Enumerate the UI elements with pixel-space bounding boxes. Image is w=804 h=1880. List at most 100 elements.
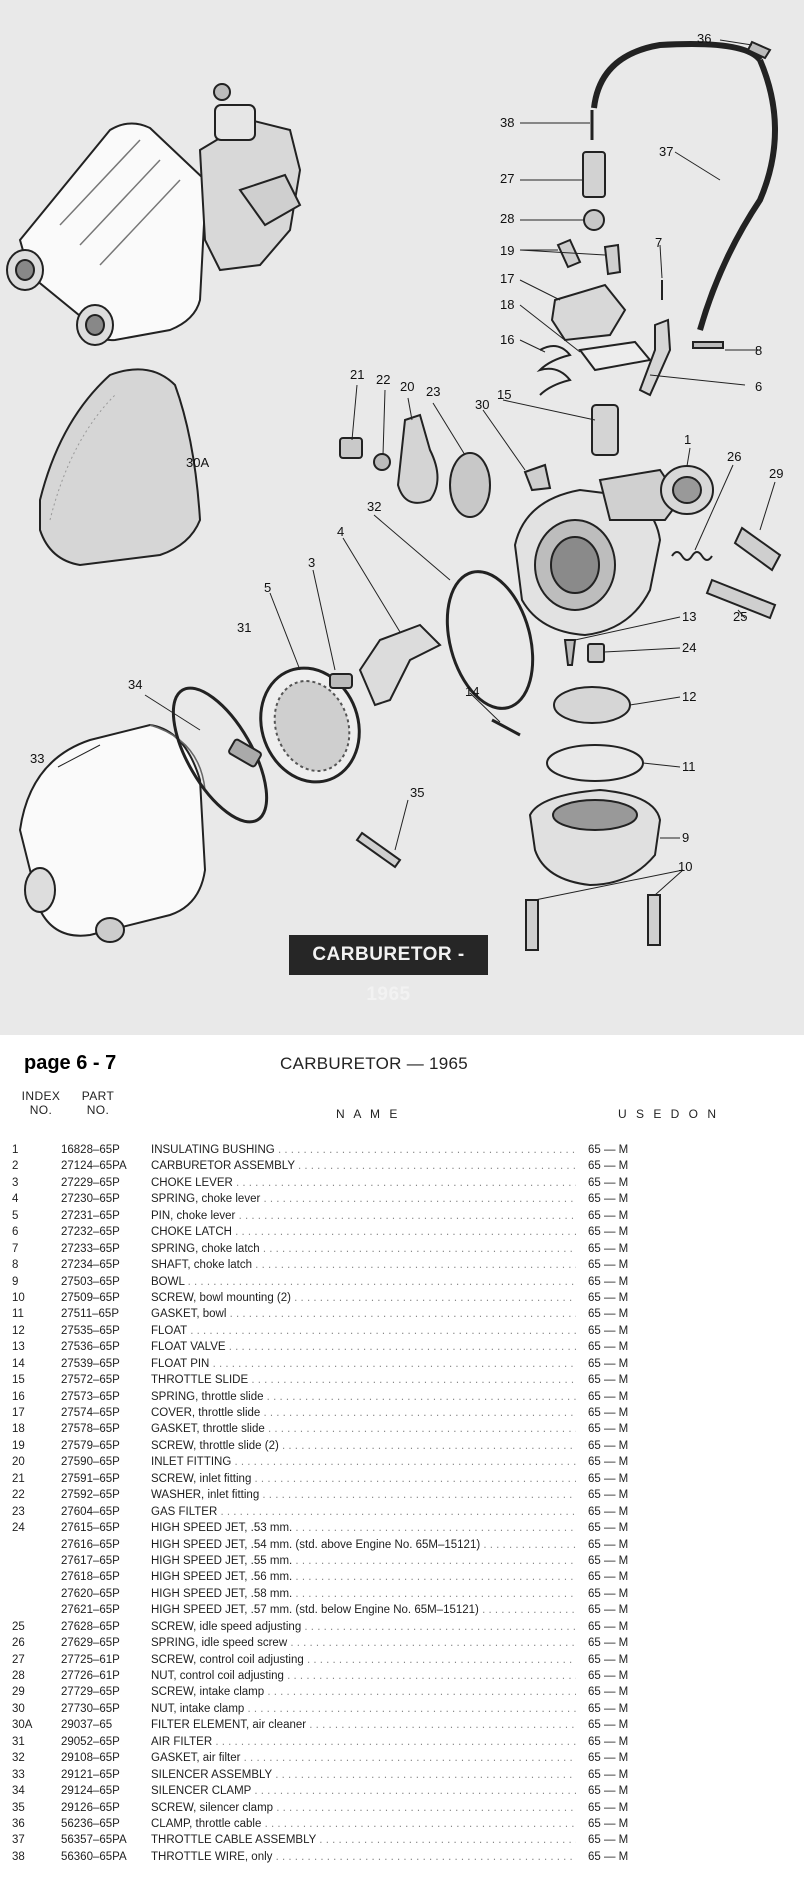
row-index-no: 25 <box>12 1620 25 1633</box>
row-name: NUT, control coil adjusting <box>151 1668 576 1684</box>
row-name: SPRING, choke latch <box>151 1241 576 1257</box>
exploded-parts-diagram: 36 38 37 27 28 19 7 17 18 16 8 6 21 22 2… <box>0 0 804 1035</box>
row-part-no: 27615–65P <box>61 1522 120 1535</box>
coil-adjusting-screw-illustration <box>582 151 606 198</box>
row-name: SCREW, silencer clamp <box>151 1800 576 1816</box>
row-used-on: 65 — M <box>588 1390 629 1403</box>
callout-9: 9 <box>682 830 690 845</box>
row-name: GASKET, throttle slide <box>151 1421 576 1437</box>
row-used-on: 65 — M <box>588 1554 629 1567</box>
callout-3: 3 <box>308 555 316 570</box>
intake-clamp-screw-illustration <box>733 526 782 572</box>
row-part-no: 27229–65P <box>61 1176 120 1189</box>
row-name: COVER, throttle slide <box>151 1405 576 1421</box>
row-index-no: 26 <box>12 1637 25 1650</box>
choke-latch-shaft-illustration <box>692 341 724 349</box>
callout-28: 28 <box>500 211 515 226</box>
row-part-no: 27511–65P <box>61 1308 119 1321</box>
row-used-on: 65 — M <box>588 1752 629 1765</box>
float-valve-illustration <box>563 639 577 666</box>
row-index-no: 27 <box>12 1653 25 1666</box>
row-used-on: 65 — M <box>588 1538 629 1551</box>
row-used-on: 65 — M <box>588 1423 629 1436</box>
row-name: GAS FILTER <box>151 1504 576 1520</box>
page-number: page 6 - 7 <box>24 1052 117 1074</box>
row-part-no: 27590–65P <box>61 1456 120 1469</box>
row-index-no: 14 <box>12 1357 25 1370</box>
row-used-on: 65 — M <box>588 1407 629 1419</box>
callout-36: 36 <box>697 31 712 46</box>
row-used-on: 65 — M <box>588 1735 629 1748</box>
inlet-fitting-screw-illustration <box>339 437 363 459</box>
row-used-on: 65 — M <box>588 1275 629 1288</box>
row-index-no: 4 <box>12 1193 19 1206</box>
row-index-no: 33 <box>12 1768 25 1781</box>
row-index-no: 29 <box>12 1686 25 1699</box>
callout-15: 15 <box>497 387 512 402</box>
callout-29: 29 <box>769 466 784 481</box>
row-name: SPRING, throttle slide <box>151 1389 576 1405</box>
header-part-line2: NO. <box>86 1103 110 1117</box>
row-part-no: 29126–65P <box>61 1801 120 1814</box>
row-used-on: 65 — M <box>588 1374 629 1387</box>
row-part-no: 27231–65P <box>61 1209 120 1222</box>
callout-13: 13 <box>682 609 697 624</box>
callout-20: 20 <box>400 379 415 394</box>
row-index-no: 20 <box>12 1456 25 1469</box>
callout-19: 19 <box>500 243 515 258</box>
row-part-no: 29121–65P <box>61 1768 120 1781</box>
callout-6: 6 <box>755 379 763 394</box>
row-index-no: 16 <box>12 1390 25 1403</box>
callout-4: 4 <box>337 524 345 539</box>
diagram-drawing <box>6 39 782 951</box>
row-part-no: 27578–65P <box>61 1423 120 1436</box>
callout-33: 33 <box>30 751 45 766</box>
choke-lever-illustration <box>358 623 442 707</box>
row-part-no: 27573–65P <box>61 1390 120 1403</box>
callout-10: 10 <box>678 859 693 874</box>
throttle-spring-illustration <box>536 345 572 396</box>
row-index-no: 5 <box>12 1209 19 1222</box>
row-used-on: 65 — M <box>588 1472 629 1485</box>
row-index-no: 34 <box>12 1785 25 1798</box>
row-used-on: 65 — M <box>588 1604 629 1617</box>
callout-18: 18 <box>500 297 515 312</box>
choke-latch-illustration <box>638 318 672 397</box>
row-part-no: 29108–65P <box>61 1752 120 1765</box>
row-name: CARBURETOR ASSEMBLY <box>151 1158 576 1174</box>
row-used-on: 65 — M <box>588 1439 629 1452</box>
callout-12: 12 <box>682 689 697 704</box>
row-used-on: 65 — M <box>588 1505 629 1518</box>
row-used-on: 65 — M <box>588 1571 629 1584</box>
row-name: THROTTLE WIRE, only <box>151 1849 576 1865</box>
row-name: CHOKE LATCH <box>151 1224 576 1240</box>
callout-5: 5 <box>264 580 272 595</box>
row-used-on: 65 — M <box>588 1702 629 1715</box>
callout-24: 24 <box>682 640 697 655</box>
row-index-no: 11 <box>12 1308 24 1321</box>
row-index-no: 22 <box>12 1489 25 1502</box>
air-filter-gasket-illustration <box>445 570 535 710</box>
row-used-on: 65 — M <box>588 1850 629 1863</box>
callout-32: 32 <box>367 499 382 514</box>
table-row: 16 27573–65P SPRING, throttle slide 65 — M <box>0 1389 804 1405</box>
callout-30: 30 <box>475 397 490 412</box>
float-illustration <box>553 686 631 724</box>
row-name: CLAMP, throttle cable <box>151 1816 576 1832</box>
row-part-no: 27232–65P <box>61 1226 120 1239</box>
row-name: FLOAT VALVE <box>151 1339 576 1355</box>
callout-16: 16 <box>500 332 515 347</box>
